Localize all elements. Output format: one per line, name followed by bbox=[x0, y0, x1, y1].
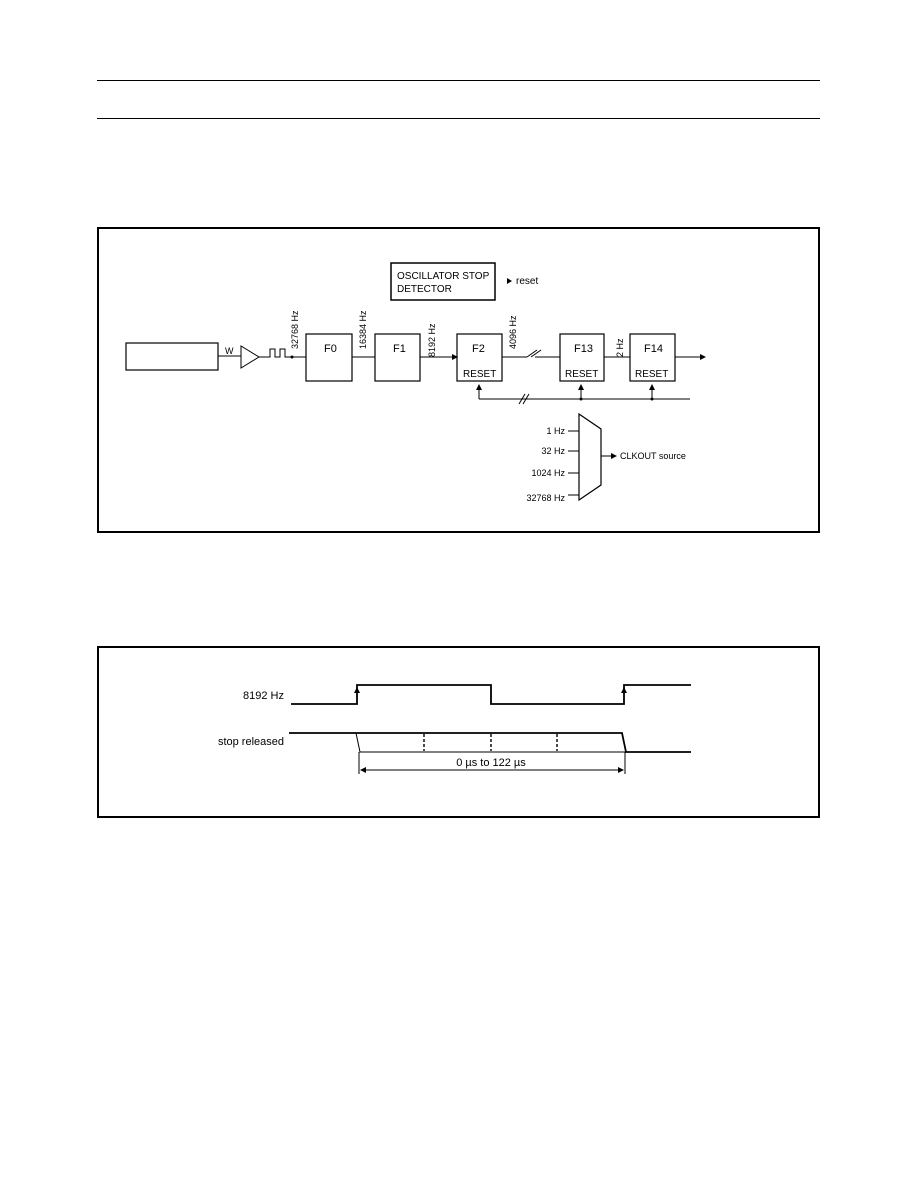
divider-f13-reset: RESET bbox=[565, 369, 598, 380]
header-rule-top bbox=[97, 80, 820, 81]
timing-diagram-frame: 8192 Hz stop released 0 µs to 122 µs bbox=[97, 646, 820, 818]
xtal-label: W bbox=[225, 346, 234, 356]
divider-f2-label: F2 bbox=[472, 343, 485, 355]
divider-f2-reset: RESET bbox=[463, 369, 496, 380]
divider-f14-label: F14 bbox=[644, 343, 663, 355]
oscillator-box bbox=[125, 342, 219, 371]
clkout-label: CLKOUT source bbox=[620, 451, 686, 461]
signal-stop-released-waveform bbox=[289, 732, 691, 753]
divider-f13 bbox=[559, 333, 605, 382]
block-diagram: OSCILLATOR STOP DETECTOR reset W 32768 H… bbox=[125, 262, 706, 503]
osc-stop-detector-label-2: DETECTOR bbox=[397, 284, 452, 295]
freq-label-4096: 4096 Hz bbox=[508, 315, 518, 349]
header-rule-bottom bbox=[97, 118, 820, 119]
freq-label-32768: 32768 Hz bbox=[290, 310, 300, 349]
square-wave-icon bbox=[265, 348, 289, 358]
interval-label: 0 µs to 122 µs bbox=[456, 757, 526, 769]
osc-stop-detector-label-1: OSCILLATOR STOP bbox=[397, 271, 490, 282]
signal-8192hz-label: 8192 Hz bbox=[243, 690, 284, 702]
mux-input-32768hz: 32768 Hz bbox=[526, 493, 565, 503]
divider-f1-label: F1 bbox=[393, 343, 406, 355]
freq-label-8192: 8192 Hz bbox=[427, 323, 437, 357]
freq-label-16384: 16384 Hz bbox=[358, 310, 368, 349]
divider-f13-label: F13 bbox=[574, 343, 593, 355]
divider-f0-label: F0 bbox=[324, 343, 337, 355]
divider-f14-reset: RESET bbox=[635, 369, 668, 380]
reset-arrow-icon bbox=[507, 278, 512, 284]
block-diagram-frame: OSCILLATOR STOP DETECTOR reset W 32768 H… bbox=[97, 227, 820, 533]
signal-stop-released-label: stop released bbox=[218, 736, 284, 748]
multiplexer bbox=[578, 412, 602, 502]
signal-8192hz-waveform bbox=[291, 684, 691, 705]
divider-f2 bbox=[456, 333, 503, 382]
mux-input-1024hz: 1024 Hz bbox=[531, 468, 565, 478]
mux-input-1hz: 1 Hz bbox=[546, 426, 565, 436]
divider-f0 bbox=[305, 333, 353, 382]
reset-label: reset bbox=[516, 276, 538, 287]
divider-f14 bbox=[629, 333, 676, 382]
freq-label-2: 2 Hz bbox=[615, 338, 625, 357]
buffer-icon bbox=[240, 345, 260, 369]
mux-input-32hz: 32 Hz bbox=[541, 446, 565, 456]
divider-f1 bbox=[374, 333, 421, 382]
timing-diagram: 8192 Hz stop released 0 µs to 122 µs bbox=[218, 684, 691, 774]
osc-stop-detector-box bbox=[390, 262, 496, 301]
